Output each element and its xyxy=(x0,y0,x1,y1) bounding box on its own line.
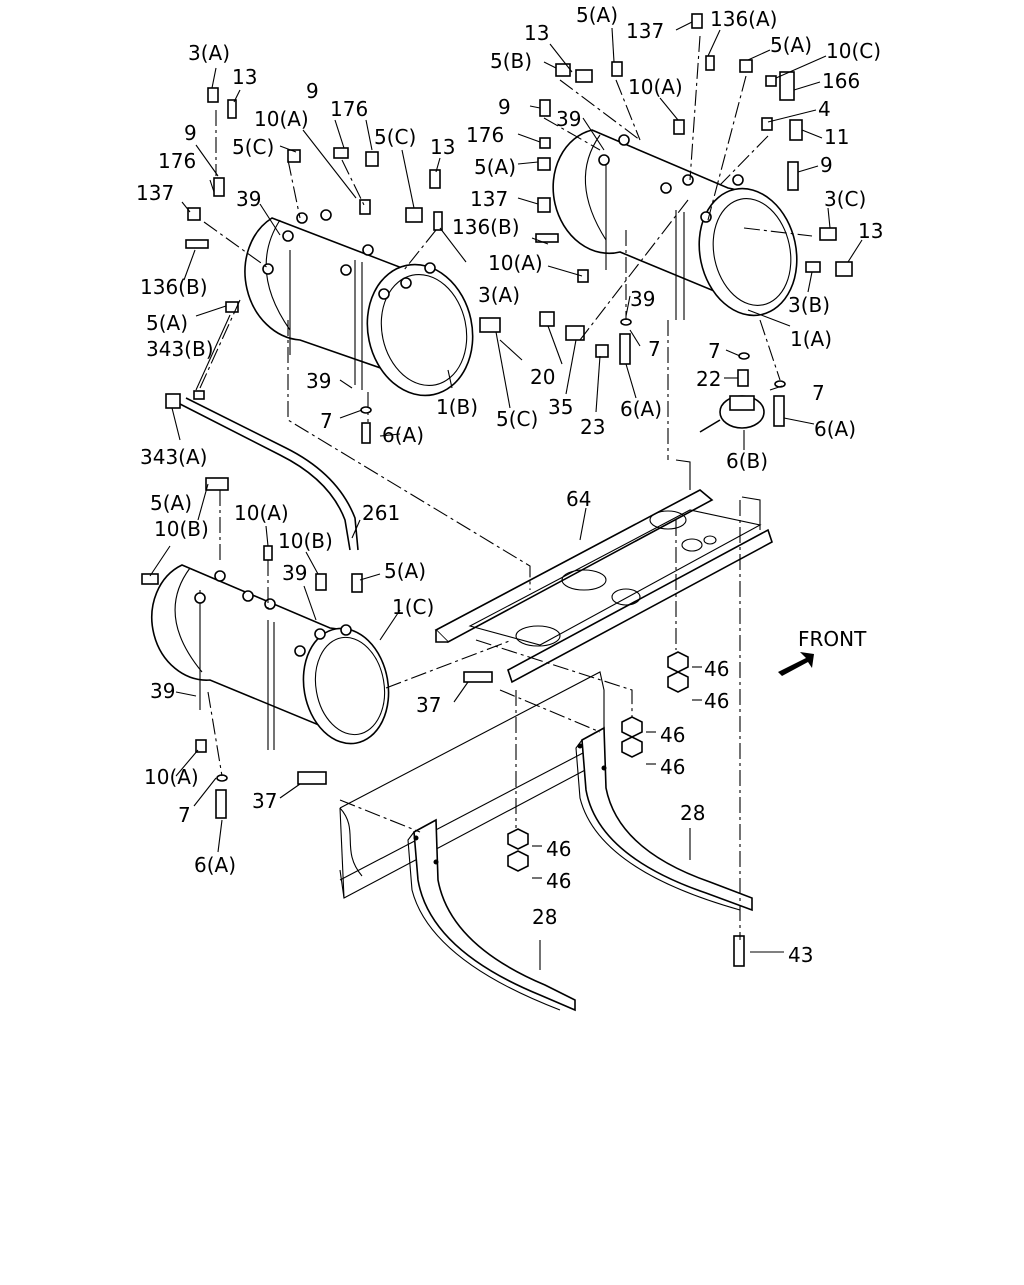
callout-46: 46 xyxy=(660,723,685,747)
callout-39: 39 xyxy=(306,369,331,393)
bracket-28-lower xyxy=(407,818,576,1012)
callout-9: 9 xyxy=(820,153,833,177)
callout-176: 176 xyxy=(158,149,196,173)
callout-5c: 5(C) xyxy=(374,125,416,149)
callout-37: 37 xyxy=(252,789,277,813)
front-label: FRONT xyxy=(798,627,867,651)
callout-10b: 10(B) xyxy=(278,529,333,553)
callout-39: 39 xyxy=(556,107,581,131)
callout-6a: 6(A) xyxy=(620,397,662,421)
callout-137: 137 xyxy=(470,187,508,211)
fuel-tank-1b xyxy=(244,209,474,397)
callout-5a: 5(A) xyxy=(770,33,812,57)
callout-1a: 1(A) xyxy=(790,327,832,351)
callout-28: 28 xyxy=(680,801,705,825)
callout-5c: 5(C) xyxy=(496,407,538,431)
callout-7: 7 xyxy=(320,409,333,433)
callout-10a: 10(A) xyxy=(254,107,309,131)
callout-137: 137 xyxy=(136,181,174,205)
callout-35: 35 xyxy=(548,395,573,419)
callout-10c: 10(C) xyxy=(826,39,881,63)
crossmember-64 xyxy=(434,459,773,684)
callout-39: 39 xyxy=(236,187,261,211)
label-leaders xyxy=(149,21,863,970)
callout-7: 7 xyxy=(812,381,825,405)
callout-3c: 3(C) xyxy=(824,187,866,211)
callout-4: 4 xyxy=(818,97,831,121)
callout-9: 9 xyxy=(498,95,511,119)
callout-5b: 5(B) xyxy=(490,49,532,73)
callout-5a: 5(A) xyxy=(384,559,426,583)
callout-3a: 3(A) xyxy=(188,41,230,65)
callout-5a: 5(A) xyxy=(150,491,192,515)
frame-rail xyxy=(339,671,605,899)
callout-5a: 5(A) xyxy=(146,311,188,335)
callout-9: 9 xyxy=(306,79,319,103)
callout-1c: 1(C) xyxy=(392,595,434,619)
callout-6a: 6(A) xyxy=(194,853,236,877)
callout-6a: 6(A) xyxy=(814,417,856,441)
callout-7: 7 xyxy=(708,339,721,363)
callout-137: 137 xyxy=(626,19,664,43)
callout-46: 46 xyxy=(704,689,729,713)
callout-5a: 5(A) xyxy=(474,155,516,179)
callout-10a: 10(A) xyxy=(144,765,199,789)
water-separator-6b xyxy=(699,395,765,433)
callout-6b: 6(B) xyxy=(726,449,768,473)
fuel-tank-1a xyxy=(552,129,798,320)
callout-176: 176 xyxy=(466,123,504,147)
callout-10a: 10(A) xyxy=(234,501,289,525)
callout-7: 7 xyxy=(648,337,661,361)
callout-22: 22 xyxy=(696,367,721,391)
callout-1b: 1(B) xyxy=(436,395,478,419)
callout-10a: 10(A) xyxy=(488,251,543,275)
callout-13: 13 xyxy=(430,135,455,159)
callout-7: 7 xyxy=(178,803,191,827)
callout-46: 46 xyxy=(546,837,571,861)
callout-136a: 136(A) xyxy=(710,7,777,31)
callout-43: 43 xyxy=(788,943,813,967)
fuel-tank-1c xyxy=(151,564,390,750)
callout-9: 9 xyxy=(184,121,197,145)
callout-3a: 3(A) xyxy=(478,283,520,307)
front-indicator: FRONT xyxy=(778,627,867,676)
callout-166: 166 xyxy=(822,69,860,93)
callout-46: 46 xyxy=(546,869,571,893)
callout-11: 11 xyxy=(824,125,849,149)
callout-136b: 136(B) xyxy=(140,275,208,299)
callout-13: 13 xyxy=(858,219,883,243)
callout-13: 13 xyxy=(524,21,549,45)
callout-46: 46 xyxy=(660,755,685,779)
callout-261: 261 xyxy=(362,501,400,525)
callout-64: 64 xyxy=(566,487,591,511)
callout-39: 39 xyxy=(282,561,307,585)
callout-20: 20 xyxy=(530,365,555,389)
front-arrow-icon xyxy=(778,652,814,676)
callout-13: 13 xyxy=(232,65,257,89)
fuel-line-261 xyxy=(179,403,351,551)
callout-46: 46 xyxy=(704,657,729,681)
part-labels: 3(A) 13 9 176 10(A) 5(C) 5(C) 13 9 176 1… xyxy=(136,3,883,967)
callout-39: 39 xyxy=(630,287,655,311)
fittings xyxy=(141,13,853,967)
bracket-28-upper xyxy=(575,726,753,912)
callout-343b: 343(B) xyxy=(146,337,214,361)
callout-39: 39 xyxy=(150,679,175,703)
callout-5c: 5(C) xyxy=(232,135,274,159)
callout-136b: 136(B) xyxy=(452,215,520,239)
callout-6a: 6(A) xyxy=(382,423,424,447)
callout-5a: 5(A) xyxy=(576,3,618,27)
callout-3b: 3(B) xyxy=(788,293,830,317)
callout-176: 176 xyxy=(330,97,368,121)
callout-28: 28 xyxy=(532,905,557,929)
callout-10b: 10(B) xyxy=(154,517,209,541)
leader-lines xyxy=(199,35,813,940)
callout-343a: 343(A) xyxy=(140,445,207,469)
callout-10a: 10(A) xyxy=(628,75,683,99)
callout-37: 37 xyxy=(416,693,441,717)
callout-23: 23 xyxy=(580,415,605,439)
